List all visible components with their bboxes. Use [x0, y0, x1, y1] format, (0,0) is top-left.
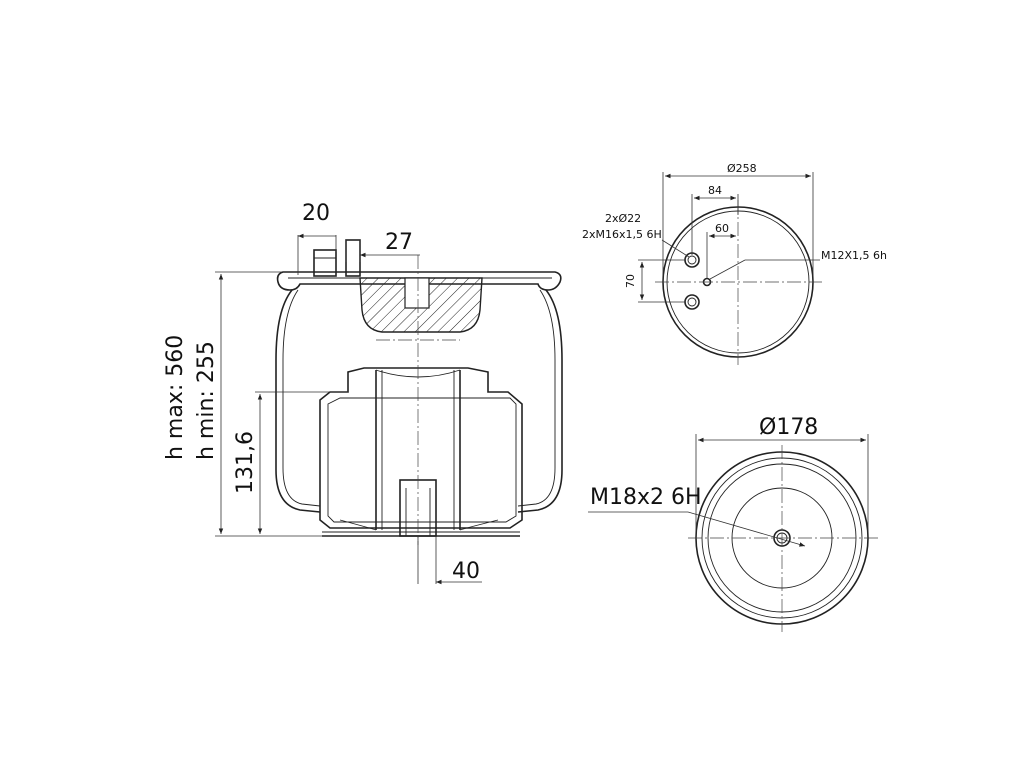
dim-70: 70 [624, 274, 637, 288]
dim-84: 84 [708, 184, 722, 197]
dim-h-max: h max: 560 [163, 335, 188, 460]
threaded-bore [404, 277, 430, 309]
holes-thread-label: 2xM16x1,5 6H [582, 228, 662, 241]
dim-40: 40 [452, 559, 480, 584]
top-view: Ø258 84 60 70 2xØ22 2xM16x1,5 6H M12X1,5… [582, 162, 887, 365]
side-view: 20 27 h max: 560 h min: 255 131,6 40 [163, 201, 563, 585]
bellows-right [517, 289, 563, 513]
holes-diameter-label: 2xØ22 [605, 212, 641, 225]
top-plate [276, 271, 562, 291]
bottom-thread-label: M18x2 6H [590, 485, 702, 510]
dim-131-6: 131,6 [233, 431, 258, 494]
bottom-view: Ø178 M18x2 6H [588, 415, 878, 632]
dim-178: Ø178 [759, 415, 818, 440]
dim-27: 27 [385, 230, 413, 255]
dim-258: Ø258 [727, 162, 757, 175]
piston [319, 367, 523, 529]
dim-60: 60 [715, 222, 729, 235]
center-thread-label: M12X1,5 6h [821, 249, 887, 262]
dim-20: 20 [302, 201, 330, 226]
stud-pin [345, 239, 361, 277]
stud-left [313, 249, 337, 277]
dim-h-min: h min: 255 [194, 341, 219, 460]
mount-hole-upper [684, 252, 700, 268]
bellows-left [275, 289, 321, 513]
mount-hole-lower [684, 294, 700, 310]
